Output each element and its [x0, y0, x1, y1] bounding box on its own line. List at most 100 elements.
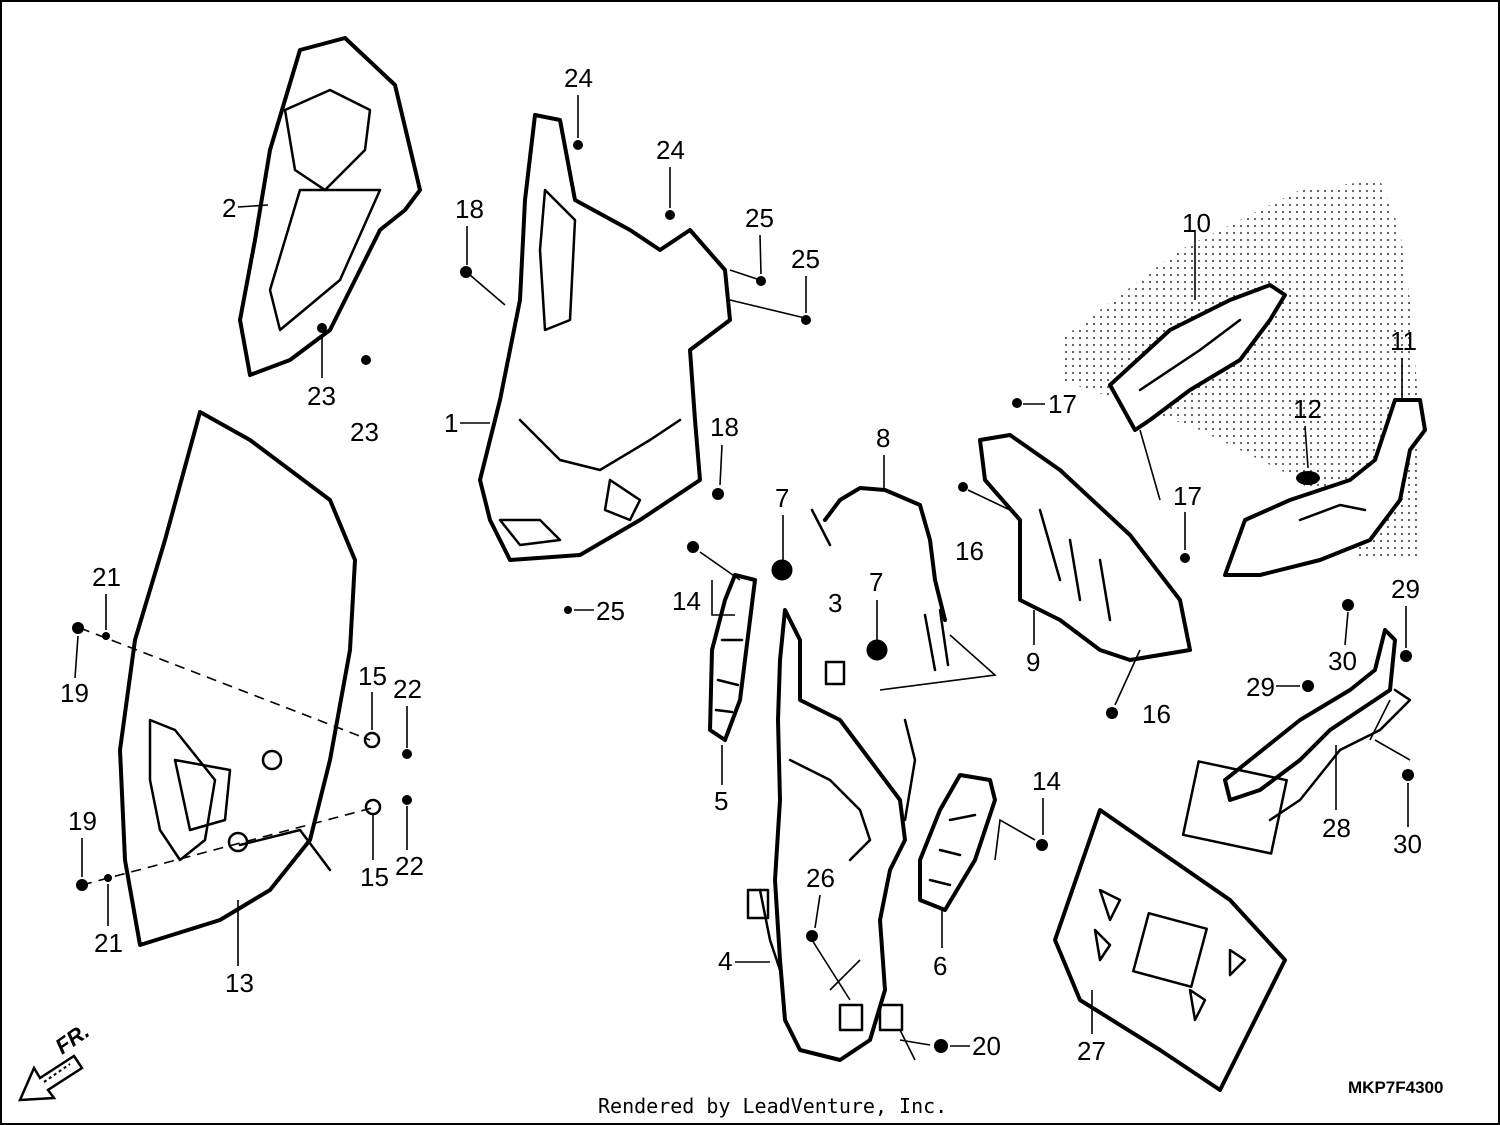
callout-7-right: 7 — [869, 567, 883, 597]
leader-26 — [811, 939, 861, 1001]
callout-13: 13 — [225, 968, 254, 998]
grommet-7-right[interactable] — [866, 639, 888, 661]
callout-10: 10 — [1182, 208, 1211, 238]
part-1-front-cowl[interactable] — [478, 113, 732, 562]
callout-6: 6 — [933, 951, 947, 981]
callout-16-upper: 16 — [955, 536, 984, 566]
collar-3[interactable] — [824, 660, 846, 686]
nut-22-lower[interactable] — [402, 795, 412, 805]
part-27-plate[interactable] — [1053, 808, 1287, 1092]
callout-18-lower: 18 — [710, 412, 739, 442]
callout-1: 1 — [444, 408, 458, 438]
nut-20[interactable] — [934, 1039, 948, 1053]
part-6-bracket-right[interactable] — [918, 773, 997, 912]
grommet-15-upper[interactable] — [363, 731, 381, 749]
part-4-main-stay[interactable] — [746, 608, 917, 1062]
callout-29-upper: 29 — [1391, 574, 1420, 604]
screw-24-lower[interactable] — [665, 210, 675, 220]
grommet-15-lower[interactable] — [364, 798, 382, 816]
callout-24-upper: 24 — [564, 63, 593, 93]
callout-7-left: 7 — [775, 483, 789, 513]
callout-28: 28 — [1322, 813, 1351, 843]
leader-25-right — [729, 299, 806, 319]
callout-27: 27 — [1077, 1036, 1106, 1066]
screw-16-lower[interactable] — [1106, 707, 1118, 719]
callout-18-upper: 18 — [455, 194, 484, 224]
screw-19-lower[interactable] — [76, 879, 88, 891]
diagram-code: MKP7F4300 — [1348, 1078, 1443, 1097]
callout-11: 11 — [1390, 326, 1417, 356]
callout-labels: 1 2 3 4 5 6 7 7 8 9 10 11 12 13 14 14 15… — [60, 63, 1422, 1066]
callout-12: 12 — [1293, 394, 1322, 424]
screw-19-upper[interactable] — [72, 622, 84, 634]
leader-20 — [899, 1029, 931, 1061]
callout-14-left: 14 — [672, 586, 701, 616]
callout-16-lower: 16 — [1142, 699, 1171, 729]
screw-18-lower[interactable] — [712, 488, 724, 500]
callout-17-upper: 17 — [1048, 389, 1077, 419]
screw-24-upper[interactable] — [573, 140, 583, 150]
part-9-inner-cover[interactable] — [978, 433, 1192, 662]
callout-25-right: 25 — [791, 244, 820, 274]
leader-14-left — [699, 551, 741, 616]
callout-14-right: 14 — [1032, 766, 1061, 796]
emblem-12[interactable] — [1296, 471, 1320, 485]
clip-25-lower[interactable] — [564, 606, 572, 614]
part-10-side-panel[interactable] — [1108, 283, 1287, 432]
callout-9: 9 — [1026, 647, 1040, 677]
callout-24-lower: 24 — [656, 135, 685, 165]
washer-21-upper[interactable] — [102, 632, 110, 640]
screw-17-lower[interactable] — [1180, 553, 1190, 563]
callout-29-left: 29 — [1246, 672, 1275, 702]
nut-29-upper[interactable] — [1400, 650, 1412, 662]
direction-label: FR. — [51, 1018, 94, 1059]
leader-25-upper — [729, 269, 761, 281]
callout-2: 2 — [222, 193, 236, 223]
callout-5: 5 — [714, 786, 728, 816]
screw-14-right[interactable] — [1036, 839, 1048, 851]
clip-25-upper[interactable] — [756, 276, 766, 286]
part-5-bracket-left[interactable] — [708, 573, 757, 742]
part-28-rear-bracket[interactable] — [1181, 628, 1412, 855]
leader-16-lower — [1114, 649, 1141, 706]
leader-14-right — [994, 818, 1036, 861]
screw-18-upper[interactable] — [460, 266, 472, 278]
washer-21-lower[interactable] — [104, 874, 112, 882]
callout-25-upper: 25 — [745, 203, 774, 233]
nut-22-upper[interactable] — [402, 749, 412, 759]
leader-19-15 — [79, 627, 371, 741]
leader-16-upper — [967, 489, 1011, 511]
leader-10-stem — [1139, 429, 1161, 501]
part-8-pipe-stay[interactable] — [810, 486, 950, 672]
part-2-upper-cover[interactable] — [238, 36, 422, 377]
screw-17-upper[interactable] — [1012, 398, 1022, 408]
callout-17-lower: 17 — [1173, 481, 1202, 511]
screw-14-left[interactable] — [687, 541, 699, 553]
callout-30-upper: 30 — [1328, 646, 1357, 676]
screw-16-upper[interactable] — [958, 482, 968, 492]
grommet-7-left[interactable] — [771, 559, 793, 581]
leader-28 — [1369, 699, 1411, 761]
part-11-right-garnish[interactable] — [1223, 398, 1427, 577]
callout-30-lower: 30 — [1393, 829, 1422, 859]
bolt-30-lower[interactable] — [1402, 769, 1414, 781]
screw-23-left[interactable] — [317, 323, 327, 333]
callout-23-left: 23 — [307, 381, 336, 411]
bolt-26[interactable] — [806, 930, 818, 942]
nut-29-left[interactable] — [1302, 680, 1314, 692]
callout-20: 20 — [972, 1031, 1001, 1061]
bolt-30-upper[interactable] — [1342, 599, 1354, 611]
leader-8-v — [879, 634, 997, 691]
callout-26: 26 — [806, 863, 835, 893]
callout-21-lower: 21 — [94, 928, 123, 958]
credit-text: Rendered by LeadVenture, Inc. — [598, 1094, 947, 1118]
clip-25-right[interactable] — [801, 315, 811, 325]
part-13-windscreen[interactable] — [118, 410, 357, 947]
callout-19-lower: 19 — [68, 806, 97, 836]
leader-18-upper — [469, 274, 506, 306]
screw-23-right[interactable] — [361, 355, 371, 365]
callout-23-right: 23 — [350, 417, 379, 447]
callout-22-lower: 22 — [395, 851, 424, 881]
callout-4: 4 — [718, 946, 732, 976]
